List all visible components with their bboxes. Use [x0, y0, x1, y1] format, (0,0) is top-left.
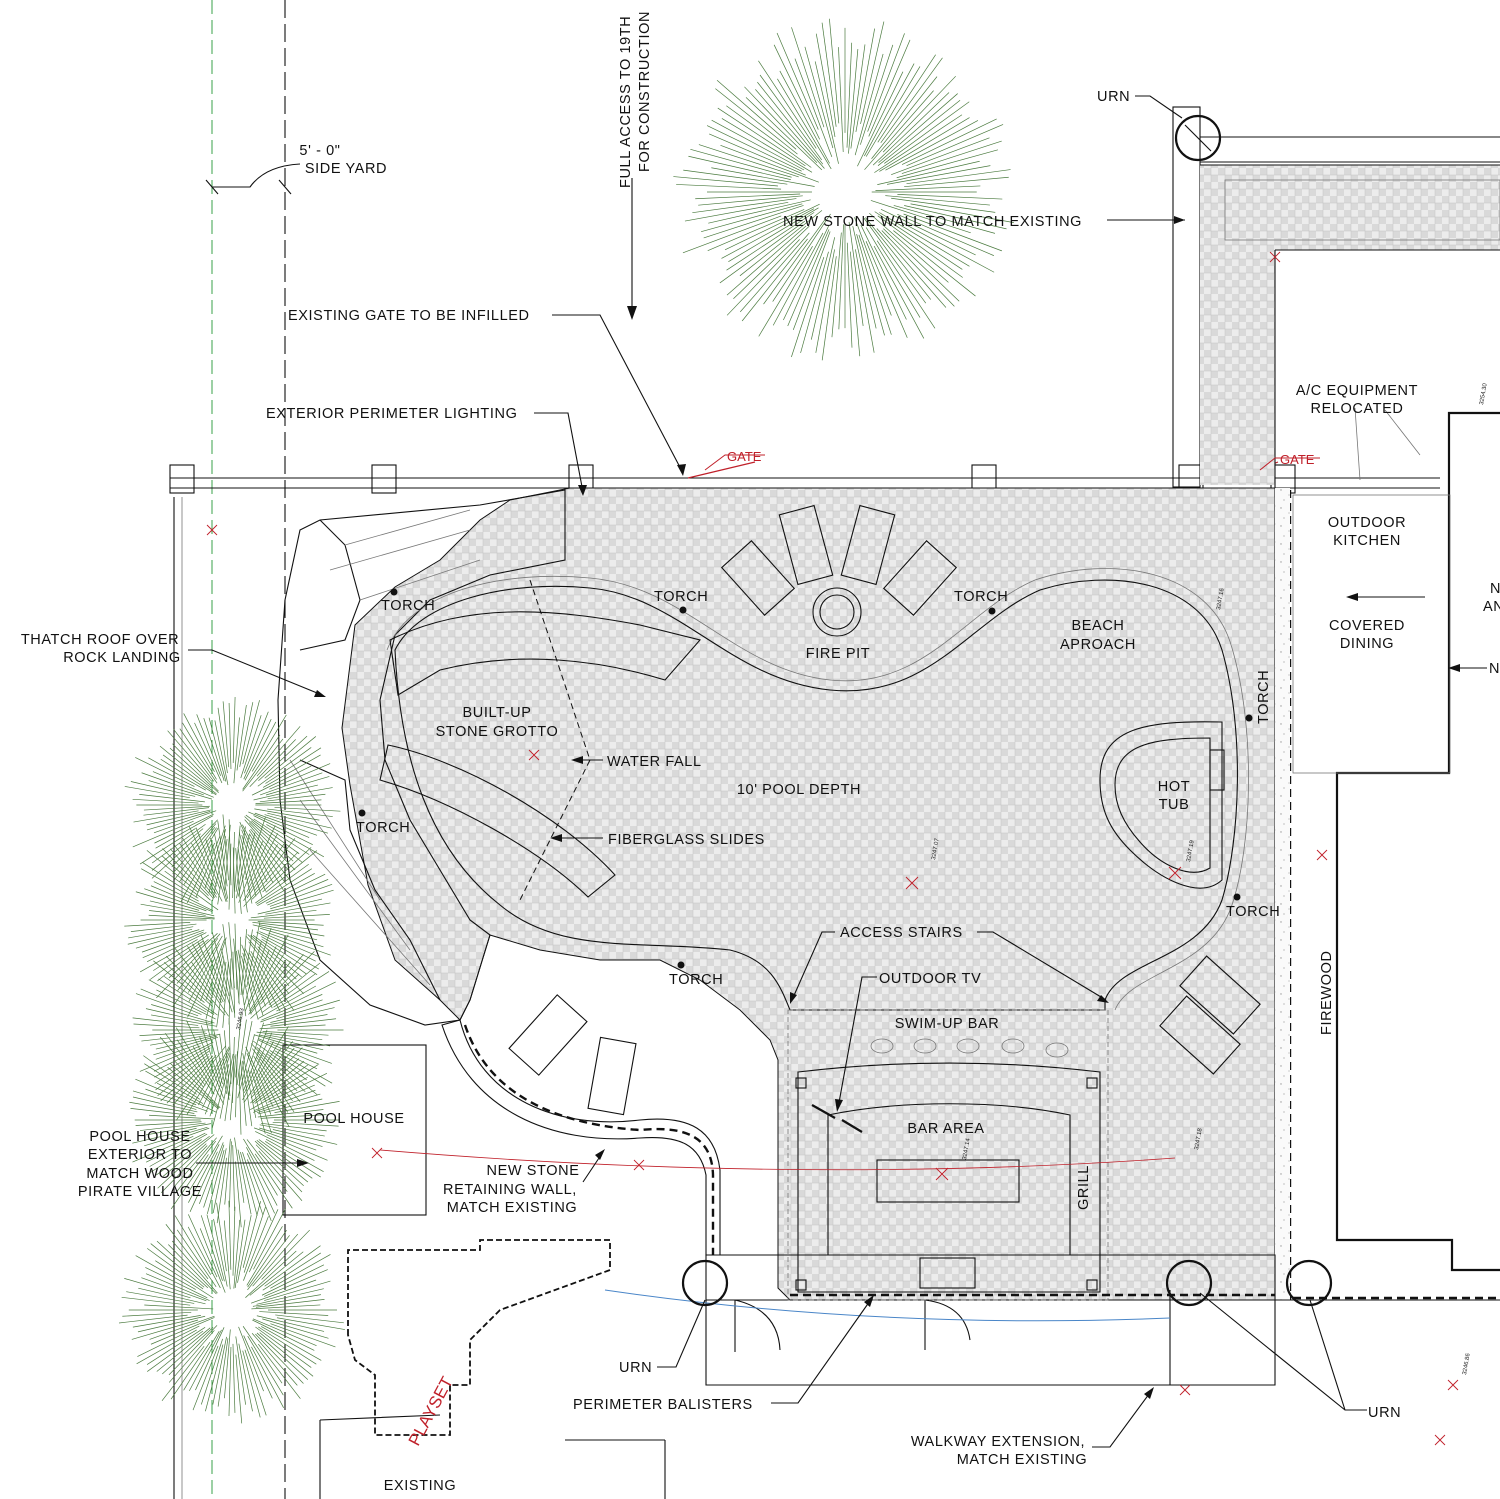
east-stone-wall: [1172, 106, 1500, 488]
full-access-line1: FULL ACCESS TO 19TH: [618, 16, 634, 188]
playset-label: PLAYSET: [405, 1373, 457, 1448]
urns: [681, 114, 1333, 1307]
ac-line2: RELOCATED: [1311, 401, 1404, 417]
torch-label-3: TORCH: [954, 589, 1008, 605]
pool-house-ext-line1: POOL HOUSE: [89, 1129, 190, 1145]
tree-canopy-west: [124, 814, 334, 1028]
tree-canopy: [673, 18, 1014, 361]
edge-label-n1: N: [1490, 581, 1500, 597]
pool-house-ext-line3: MATCH WOOD: [86, 1166, 193, 1182]
fire-pit-label: FIRE PIT: [806, 646, 870, 662]
water-fall-label: WATER FALL: [607, 754, 702, 770]
pool-house: [282, 1044, 427, 1216]
tree-canopy-west: [118, 1200, 346, 1424]
elev-2: 3247.14: [962, 1137, 972, 1160]
beach-line1: BEACH: [1072, 618, 1125, 634]
retaining-wall: [441, 1019, 721, 1256]
urn-label-south-1: URN: [619, 1360, 652, 1376]
ac-line1: A/C EQUIPMENT: [1296, 383, 1418, 399]
side-yard-dim: 5' - 0": [299, 143, 340, 159]
edge-label-n2: N: [1489, 661, 1500, 677]
thatch-line2: ROCK LANDING: [63, 650, 181, 666]
torch-markers: [358, 588, 1253, 969]
edge-label-an: AN: [1483, 599, 1500, 615]
ext-lighting-label: EXTERIOR PERIMETER LIGHTING: [266, 406, 517, 422]
walkway-line2: MATCH EXISTING: [957, 1452, 1088, 1468]
elev-7: 3246.86: [1462, 1352, 1472, 1375]
elev-1: 3247.07: [931, 837, 941, 860]
fiberglass-slides: [379, 579, 702, 901]
covered-dining-line1: COVERED: [1329, 618, 1405, 634]
retaining-line1: NEW STONE: [487, 1163, 580, 1179]
bar-area-label: BAR AREA: [907, 1121, 984, 1137]
new-stone-wall-label: NEW STONE WALL TO MATCH EXISTING: [783, 214, 1082, 230]
fire-pit: [812, 587, 862, 637]
tree-row-west: [118, 696, 346, 1424]
torch-label-1: TORCH: [381, 598, 435, 614]
firewood-label: FIREWOOD: [1319, 950, 1335, 1035]
playset: [319, 1239, 666, 1499]
grill-label: GRILL: [1076, 1165, 1092, 1210]
annotations: 5' - 0" SIDE YARD FULL ACCESS TO 19TH FO…: [21, 11, 1500, 1494]
hot-tub: [1099, 721, 1225, 889]
perimeter-balisters-label: PERIMETER BALISTERS: [573, 1397, 753, 1413]
pool: [386, 568, 1249, 1011]
grotto-line1: BUILT-UP: [463, 705, 532, 721]
urn-label-north: URN: [1097, 89, 1130, 105]
retaining-line2: RETAINING WALL,: [443, 1182, 577, 1198]
torch-label-6: TORCH: [1226, 904, 1280, 920]
side-yard-label: SIDE YARD: [305, 161, 387, 177]
access-stairs-label: ACCESS STAIRS: [840, 925, 963, 941]
grotto-line2: STONE GROTTO: [436, 724, 559, 740]
outdoor-kitchen-line2: KITCHEN: [1333, 533, 1401, 549]
beach-line2: APROACH: [1060, 637, 1136, 653]
pool-house-ext-line2: EXTERIOR TO: [88, 1147, 192, 1163]
urn-label-south-2: URN: [1368, 1405, 1401, 1421]
existing-label: EXISTING: [384, 1478, 456, 1494]
slides-label: FIBERGLASS SLIDES: [608, 832, 765, 848]
walkway-line1: WALKWAY EXTENSION,: [911, 1434, 1085, 1450]
elevation-marks: [206, 251, 1459, 1446]
elev-8: 3254.30: [1479, 382, 1489, 405]
spot-elevations: 3247.07 3247.14 3247.19 3246.93 3247.16 …: [236, 382, 1489, 1375]
swim-up-bar-label: SWIM-UP BAR: [895, 1016, 1000, 1032]
swim-up-bar: [787, 1009, 1275, 1301]
gate-label-1: GATE: [727, 449, 762, 464]
covered-dining-line2: DINING: [1340, 636, 1394, 652]
tree-canopy-west: [129, 1011, 340, 1228]
outdoor-kitchen-line1: OUTDOOR: [1328, 515, 1406, 531]
hot-tub-line2: TUB: [1159, 797, 1190, 813]
existing-gate-label: EXISTING GATE TO BE INFILLED: [288, 308, 530, 324]
retaining-line3: MATCH EXISTING: [447, 1200, 578, 1216]
tree-north: [673, 18, 1014, 361]
elev-4: 3246.93: [236, 1007, 246, 1030]
tree-canopy-west: [124, 696, 341, 914]
thatch-line1: THATCH ROOF OVER: [21, 632, 179, 648]
pool-house-ext-line4: PIRATE VILLAGE: [78, 1184, 202, 1200]
elev-6: 3247.18: [1194, 1127, 1204, 1150]
gate-label-2: GATE: [1280, 452, 1315, 467]
hot-tub-line1: HOT: [1158, 779, 1190, 795]
loungers: [508, 504, 1261, 1116]
pool-deck: [341, 487, 1290, 1301]
leader-lines: [188, 95, 1487, 1448]
torch-label-2: TORCH: [654, 589, 708, 605]
pool-depth-label: 10' POOL DEPTH: [737, 782, 861, 798]
torch-label-4: TORCH: [356, 820, 410, 836]
torch-label-5: TORCH: [669, 972, 723, 988]
pool-house-label: POOL HOUSE: [303, 1111, 404, 1127]
full-access-line2: FOR CONSTRUCTION: [637, 11, 653, 172]
walkway-extension: [604, 1254, 1500, 1386]
elev-5: 3247.16: [1216, 587, 1226, 610]
elev-3: 3247.19: [1186, 839, 1196, 862]
torch-label-7: TORCH: [1256, 670, 1272, 724]
outdoor-tv-label: OUTDOOR TV: [879, 971, 981, 987]
